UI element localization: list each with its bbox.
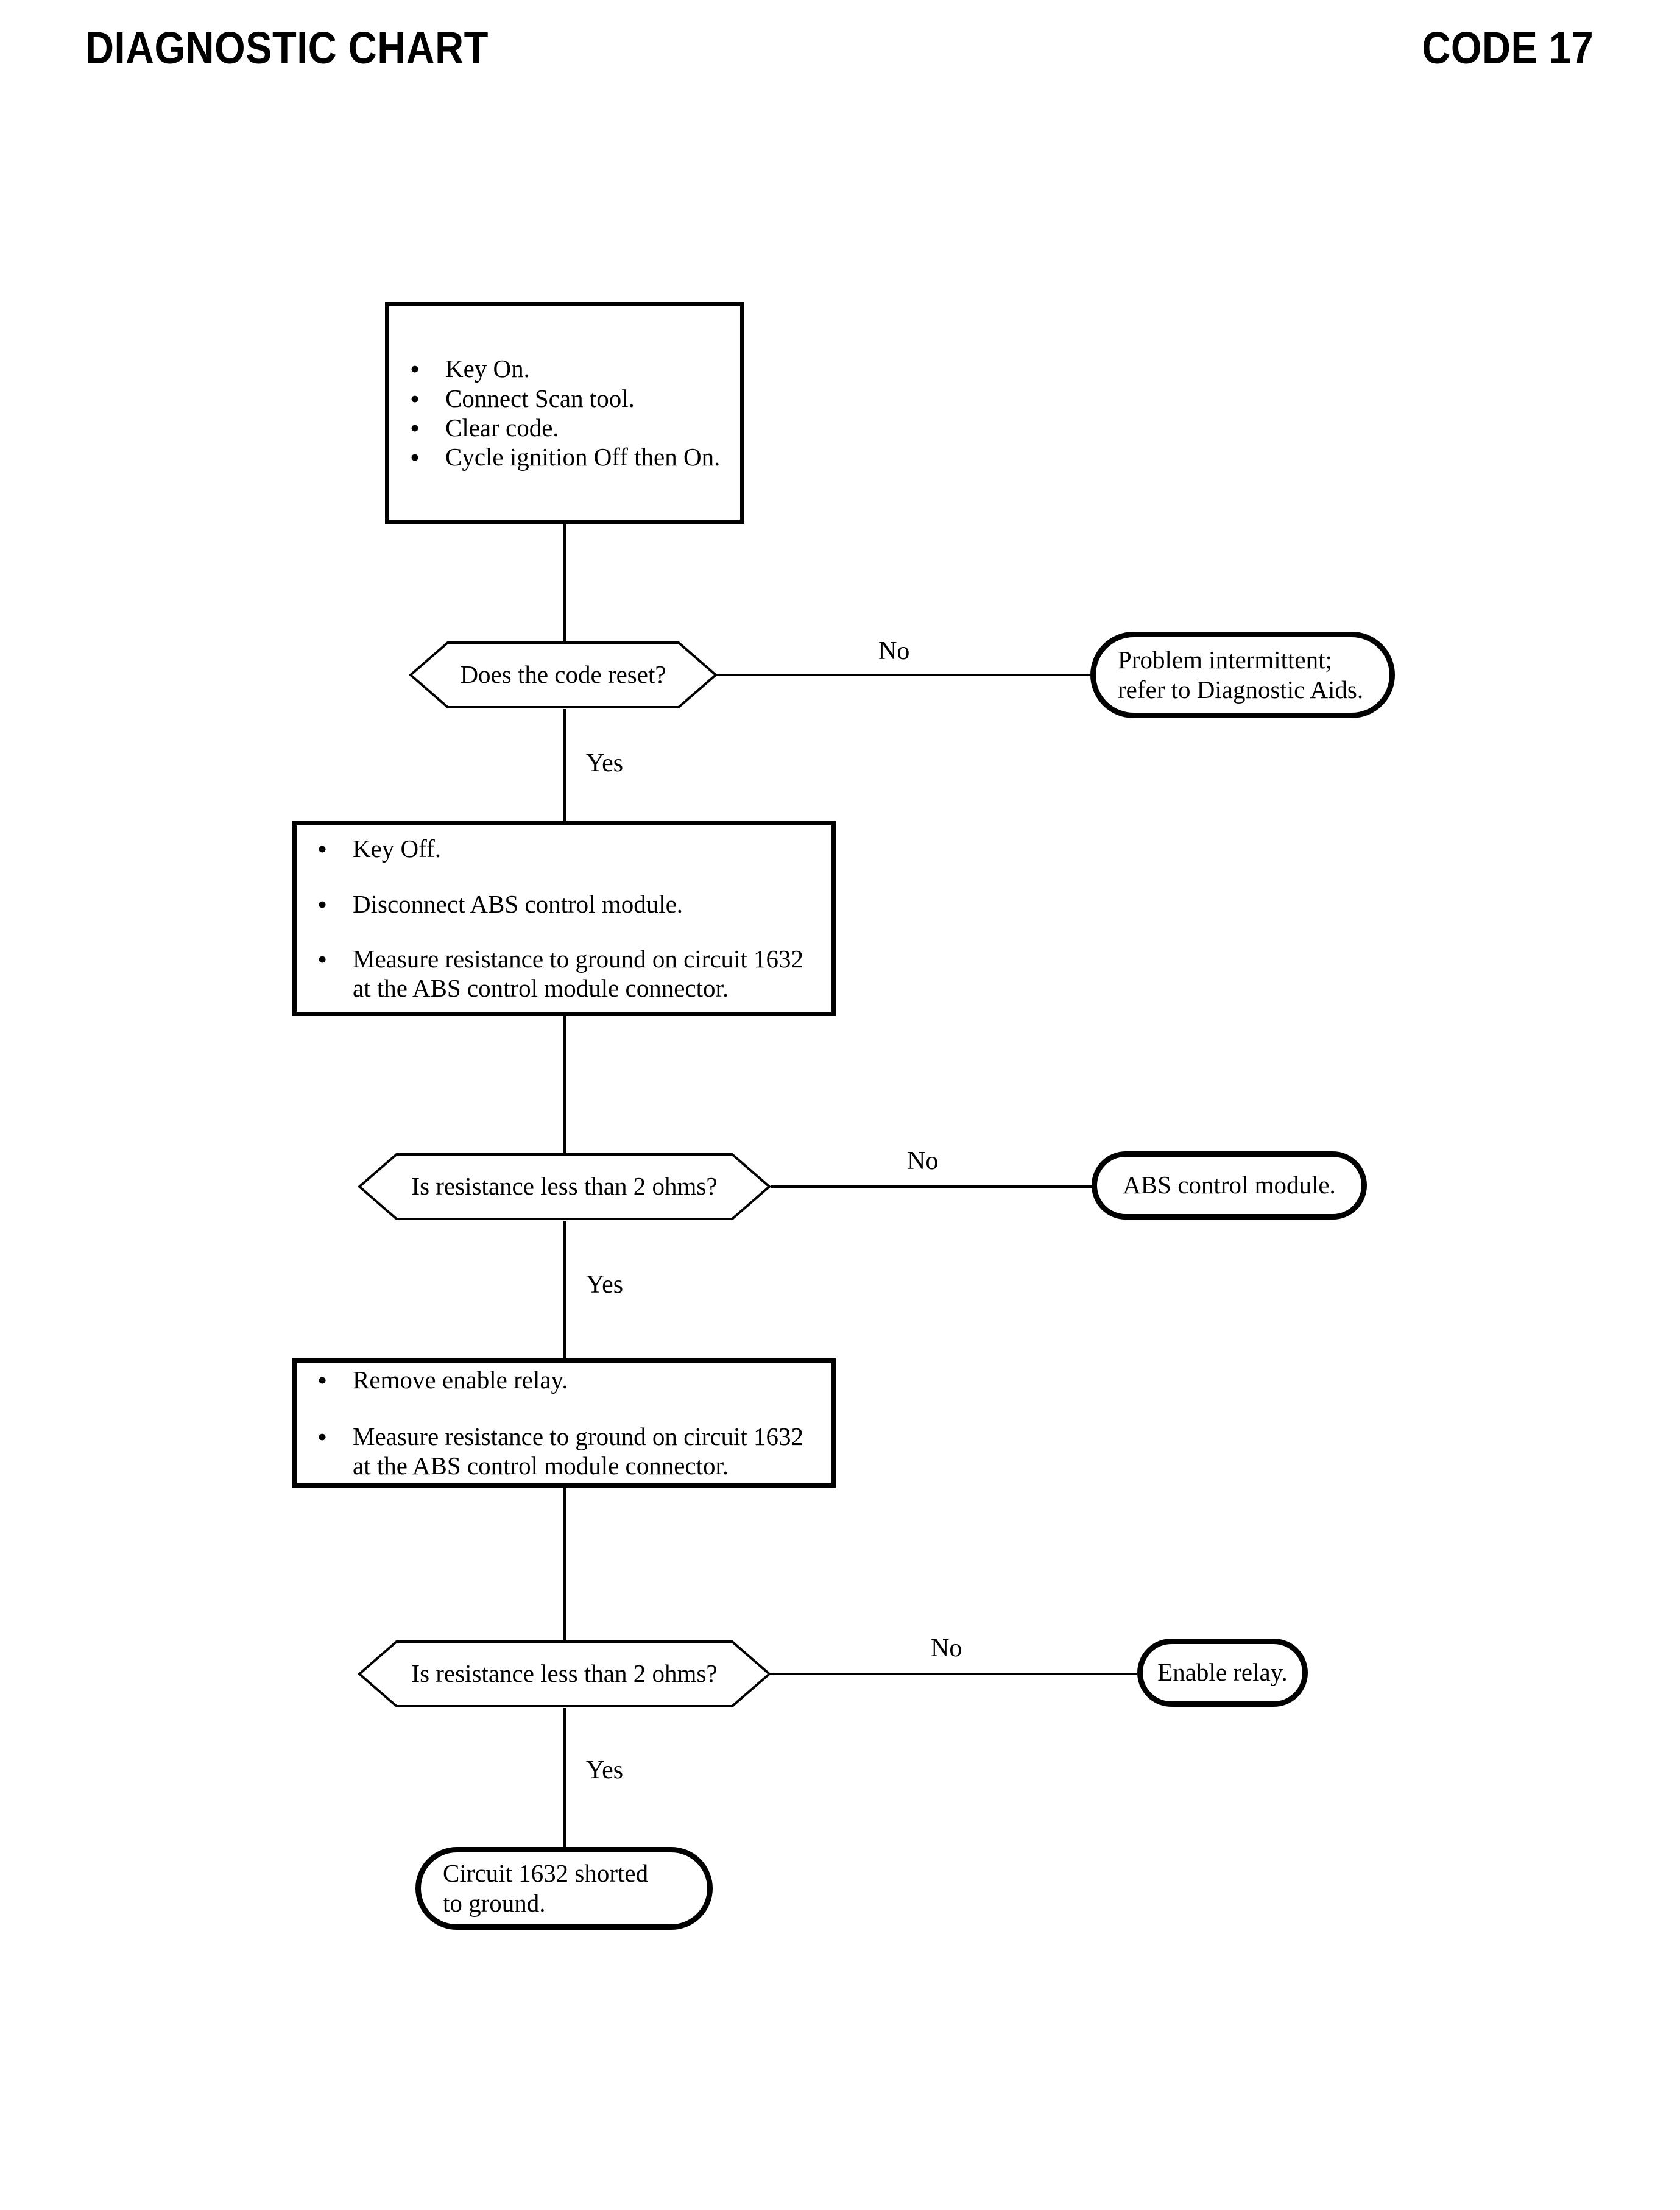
terminal-label: ABS control module. [1123, 1171, 1336, 1199]
process-bullet: Measure resistance to ground on circuit … [297, 943, 831, 1003]
edge-label-no: No [878, 637, 910, 665]
connector-step1-to-decision1 [563, 524, 566, 644]
page-title: DIAGNOSTIC CHART [85, 23, 489, 73]
connector-decision2-yes [563, 1221, 566, 1358]
process-bullet: Disconnect ABS control module. [297, 888, 831, 922]
hexagon-shape [358, 1640, 771, 1708]
decision-label: Is resistance less than 2 ohms? [411, 1659, 718, 1688]
connector-decision1-no [717, 674, 1090, 676]
process-box-step-2: Key Off. Disconnect ABS control module. … [292, 821, 836, 1016]
decision-node-resistance-1: Is resistance less than 2 ohms? [358, 1153, 771, 1221]
process-bullet: Key On. [389, 353, 740, 386]
connector-decision1-yes [563, 709, 566, 821]
diagnostic-code-label: CODE 17 [1422, 23, 1594, 73]
process-box-step-1: Key On. Connect Scan tool. Clear code. C… [385, 302, 744, 524]
process-bullet: Key Off. [297, 833, 831, 866]
terminal-label: Enable relay. [1157, 1658, 1288, 1687]
edge-label-no: No [907, 1147, 939, 1175]
process-bullet: Measure resistance to ground on circuit … [297, 1421, 831, 1481]
connector-decision3-yes [563, 1708, 566, 1847]
process-bullet: Remove enable relay. [297, 1364, 831, 1397]
edge-label-no: No [931, 1634, 962, 1662]
terminal-label: Problem intermittent; refer to Diagnosti… [1118, 645, 1364, 704]
process-box-step-3: Remove enable relay. Measure resistance … [292, 1358, 836, 1488]
process-bullet-list: Key Off. Disconnect ABS control module. … [297, 825, 831, 1012]
decision-label: Is resistance less than 2 ohms? [411, 1172, 718, 1201]
decision-label: Does the code reset? [460, 660, 666, 689]
connector-step2-to-decision2 [563, 1016, 566, 1153]
terminal-enable-relay: Enable relay. [1137, 1639, 1308, 1707]
process-bullet-list: Key On. Connect Scan tool. Clear code. C… [389, 306, 740, 520]
decision-node-does-code-reset: Does the code reset? [409, 641, 717, 709]
terminal-label: Circuit 1632 shorted to ground. [443, 1859, 649, 1917]
connector-step3-to-decision3 [563, 1488, 566, 1640]
process-bullet: Cycle ignition Off then On. [389, 441, 740, 475]
decision-node-resistance-2: Is resistance less than 2 ohms? [358, 1640, 771, 1708]
edge-label-yes: Yes [586, 1271, 624, 1299]
edge-label-yes: Yes [586, 749, 624, 777]
terminal-problem-intermittent: Problem intermittent; refer to Diagnosti… [1090, 632, 1395, 718]
process-bullet: Clear code. [389, 412, 740, 445]
edge-label-yes: Yes [586, 1756, 624, 1784]
hexagon-shape [409, 641, 717, 709]
process-bullet: Connect Scan tool. [389, 383, 740, 416]
process-bullet-list: Remove enable relay. Measure resistance … [297, 1363, 831, 1483]
terminal-circuit-shorted-to-ground: Circuit 1632 shorted to ground. [415, 1847, 713, 1930]
connector-decision2-no [771, 1185, 1092, 1188]
connector-decision3-no [771, 1673, 1137, 1675]
hexagon-shape [358, 1153, 771, 1221]
terminal-abs-control-module: ABS control module. [1092, 1151, 1367, 1220]
